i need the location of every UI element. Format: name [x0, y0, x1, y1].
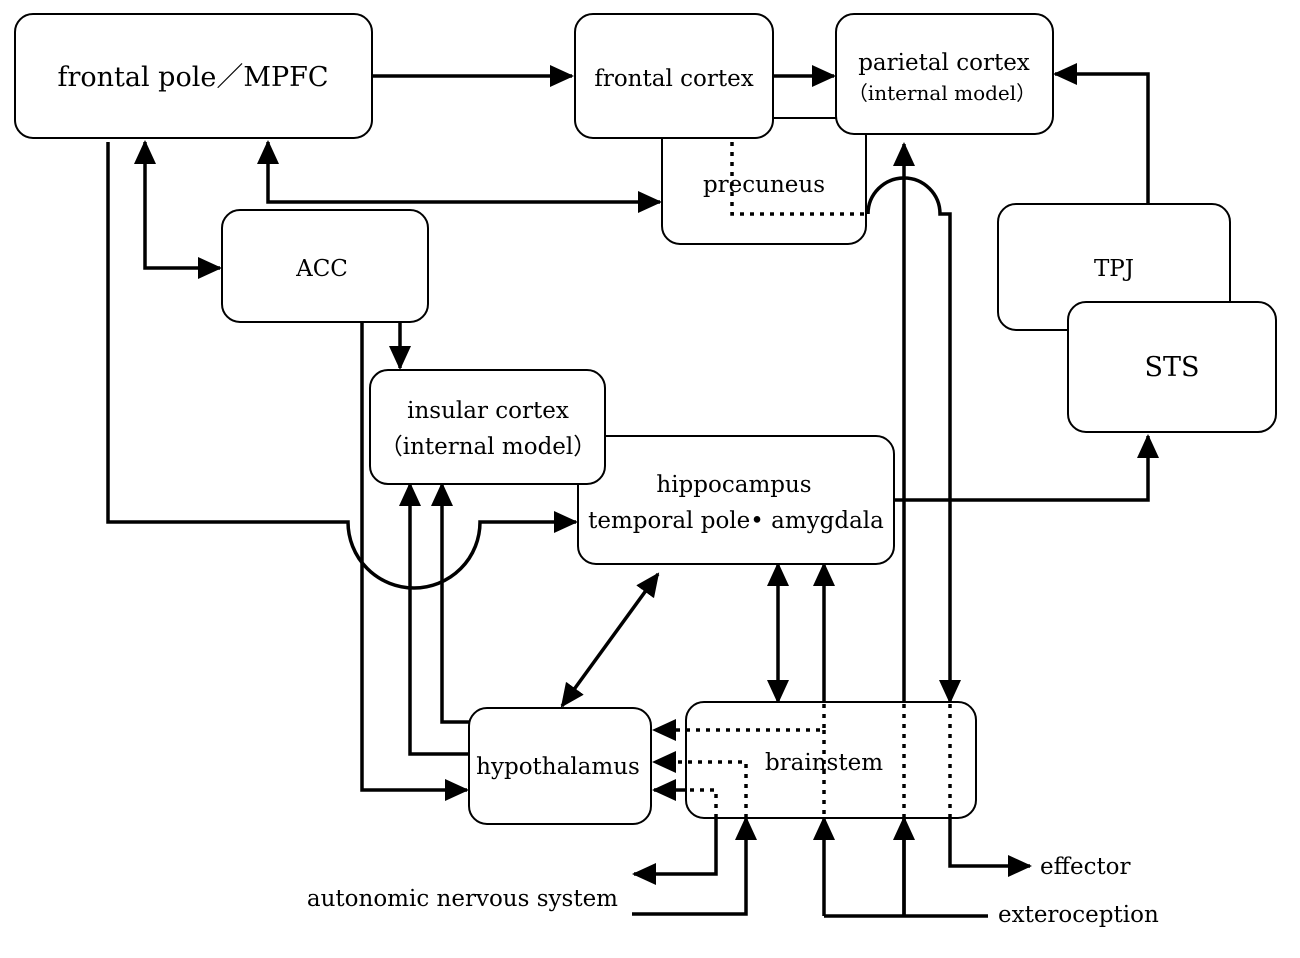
edges — [106, 63, 1159, 918]
label-autonomic-nervous-system: autonomic nervous system — [307, 886, 618, 912]
node-box-parietal-cortex — [835, 13, 1054, 135]
dotted-precuneus-internal — [730, 142, 868, 216]
edge-hippocampus-sts — [894, 434, 1159, 502]
edge-autonomic-brainstem — [632, 816, 757, 916]
edge-hypothalamus-insular-1 — [399, 482, 470, 756]
label-tpj: TPJ — [1094, 256, 1134, 282]
node-box-sts — [1067, 301, 1277, 433]
label-sts: STS — [1144, 352, 1199, 383]
edge-hypothalamus-insular-2 — [431, 482, 470, 724]
edge-frontalpole-precuneus — [257, 140, 662, 213]
nodes — [14, 13, 1277, 825]
node-box-frontal-cortex — [574, 13, 774, 139]
edge-brainstem-effector — [948, 818, 1032, 877]
label-hippocampus: hippocampus — [656, 472, 811, 498]
label-effector: effector — [1040, 854, 1131, 880]
label-hypothalamus: hypothalamus — [476, 754, 640, 780]
edge-frontalpole-hippocampus — [106, 142, 578, 590]
edge-brainstem-autonomic — [632, 818, 718, 885]
node-box-hypothalamus — [468, 707, 652, 825]
edge-acc-hypothalamus — [360, 322, 469, 801]
label-parietal-cortex: parietal cortex — [858, 50, 1030, 76]
labels: frontal pole／MPFC frontal cortex parieta… — [57, 50, 1199, 928]
label-insular-internal-model: （internal model） — [380, 434, 597, 460]
dotted-pathways — [652, 142, 952, 818]
node-box-frontal-pole — [14, 13, 373, 139]
node-box-hippocampus — [577, 435, 895, 565]
label-precuneus: precuneus — [703, 172, 825, 198]
edge-frontalpole-acc — [134, 140, 222, 279]
node-box-insular-cortex — [369, 369, 606, 485]
label-insular-cortex: insular cortex — [407, 398, 569, 424]
edge-hippocampus-hypothalamus — [560, 572, 660, 708]
edge-precuneus-brainstem — [866, 176, 961, 704]
label-parietal-internal-model: （internal model） — [848, 81, 1036, 105]
label-frontal-cortex: frontal cortex — [594, 66, 753, 92]
label-frontal-pole: frontal pole／MPFC — [57, 62, 328, 93]
edge-tpj-parietal — [1053, 63, 1150, 204]
label-acc: ACC — [295, 256, 348, 282]
node-box-acc — [221, 209, 429, 323]
label-exteroception: exteroception — [998, 902, 1159, 928]
label-brainstem: brainstem — [765, 750, 883, 776]
label-temporal-pole-amygdala: temporal pole• amygdala — [588, 508, 884, 534]
